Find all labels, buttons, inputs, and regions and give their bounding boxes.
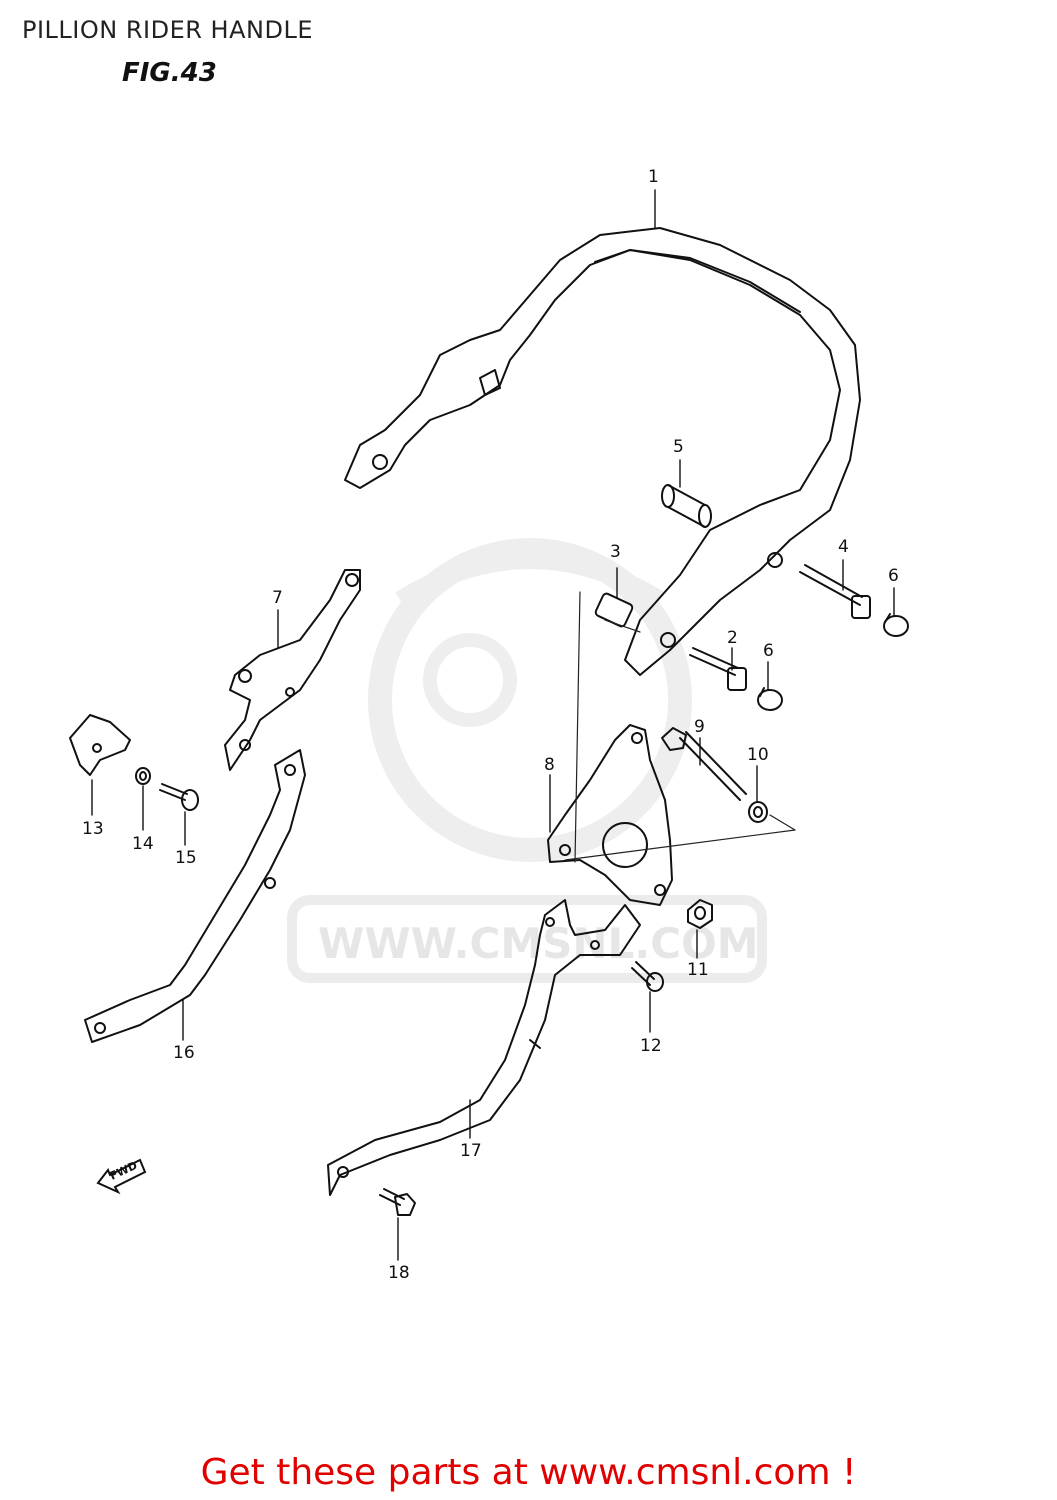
forward-arrow-icon: FWD (96, 1158, 147, 1195)
bolt-part-9 (661, 727, 747, 801)
bolt-part-4 (799, 564, 871, 619)
callout-18: 18 (388, 1263, 410, 1283)
washer-part-15 (135, 767, 151, 785)
callout-10: 10 (747, 745, 769, 765)
callout-17: 17 (460, 1141, 482, 1161)
bolt-part-2 (689, 647, 747, 691)
screw-part-18 (379, 1188, 416, 1216)
callout-6-upper: 6 (888, 566, 899, 586)
callout-9: 9 (694, 717, 705, 737)
cap-part-6-lower (757, 687, 783, 711)
callout-2: 2 (727, 628, 738, 648)
stay-part-17 (327, 899, 641, 1196)
clamp-part-13 (69, 714, 131, 776)
stay-part-16 (84, 749, 306, 1043)
callout-13: 13 (82, 819, 104, 839)
callout-4: 4 (838, 537, 849, 557)
assembly-lines (564, 591, 796, 863)
callout-labels: 1 2 3 4 5 6 6 7 8 9 10 11 12 13 14 15 16… (82, 167, 899, 1283)
callout-16: 16 (173, 1043, 195, 1063)
plate-part-8 (547, 724, 673, 906)
callout-3: 3 (610, 542, 621, 562)
callout-5: 5 (673, 437, 684, 457)
footer-link[interactable]: Get these parts at www.cmsnl.com ! (200, 1452, 857, 1493)
screw-part-14 (159, 783, 199, 811)
callout-15: 14 (132, 834, 154, 854)
nut-part-11 (687, 899, 713, 929)
figure-label: FIG.43 (122, 58, 217, 88)
callout-1: 1 (648, 167, 659, 187)
callout-6-lower: 6 (763, 641, 774, 661)
cap-part-6-upper (883, 613, 909, 637)
callout-7: 7 (272, 588, 283, 608)
callout-8: 8 (544, 755, 555, 775)
callout-11: 11 (687, 960, 709, 980)
grab-rail-part-1 (344, 227, 861, 676)
page-title: PILLION RIDER HANDLE (22, 16, 313, 44)
collar-part-5 (661, 484, 712, 528)
watermark: WWW.CMSNL.COM (287, 538, 767, 983)
washer-part-10 (748, 801, 768, 823)
callout-14: 15 (175, 848, 197, 868)
bracket-part-7 (224, 569, 361, 771)
leader-lines (91, 189, 895, 1261)
screw-part-12 (631, 961, 664, 992)
callout-12: 12 (640, 1036, 662, 1056)
